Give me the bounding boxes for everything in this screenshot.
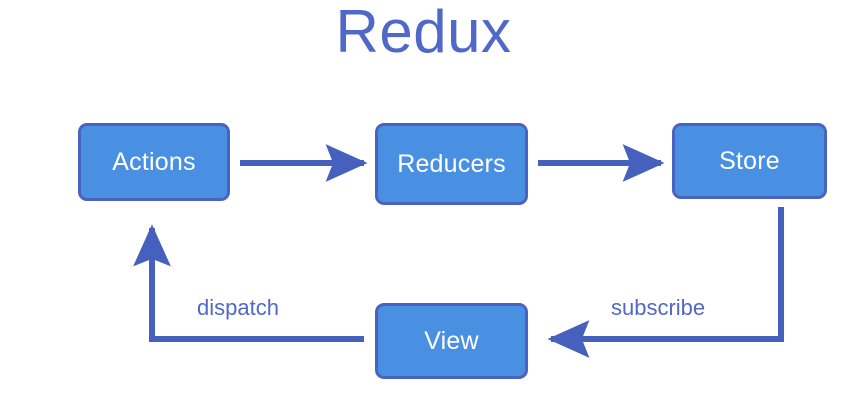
node-reducers-label: Reducers — [397, 149, 506, 178]
node-view-label: View — [424, 326, 479, 355]
node-store[interactable]: Store — [672, 123, 827, 199]
node-store-label: Store — [719, 146, 780, 175]
node-actions[interactable]: Actions — [78, 123, 230, 201]
node-actions-label: Actions — [112, 147, 196, 176]
node-view[interactable]: View — [375, 303, 528, 379]
node-reducers[interactable]: Reducers — [375, 123, 528, 205]
edge-label-subscribe: subscribe — [611, 295, 706, 320]
page-title: Redux — [335, 0, 512, 65]
edge-label-dispatch: dispatch — [197, 295, 279, 320]
arrow-view-to-actions — [133, 224, 364, 342]
